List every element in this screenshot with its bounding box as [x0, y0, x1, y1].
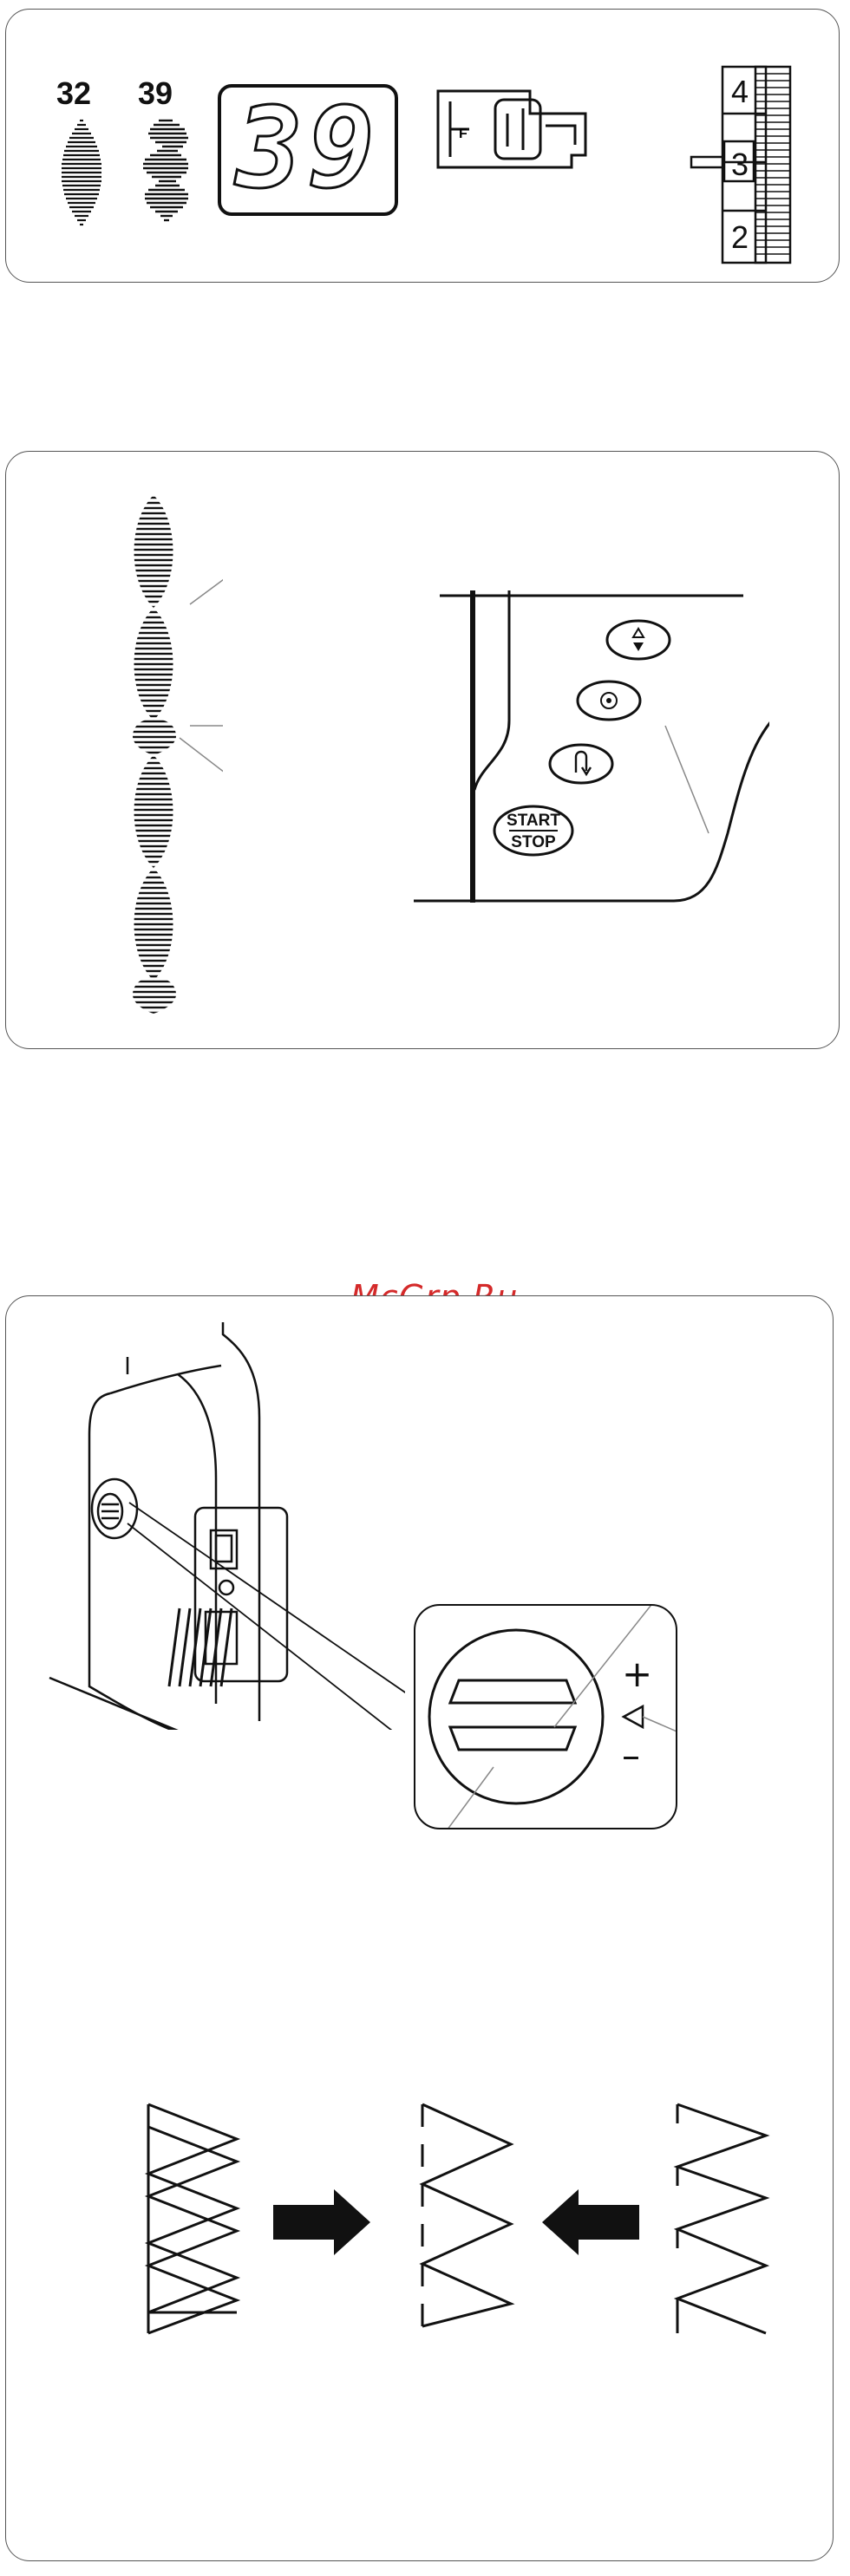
tension-mark-4: 4: [731, 74, 749, 110]
start-stop-button[interactable]: START STOP: [492, 804, 575, 858]
zigzag-too-dense-icon: [141, 2101, 245, 2337]
satin-oval-stitch-icon: [51, 115, 112, 237]
needle-up-down-button[interactable]: [605, 618, 672, 662]
feed-balance-dial[interactable]: [429, 1630, 603, 1803]
balance-minus-label: –: [622, 1734, 640, 1777]
right-arrow-icon: [271, 2188, 372, 2257]
satin-heart-stitch-icon: [133, 112, 202, 233]
presser-foot-icon: F: [433, 81, 599, 178]
stitch-sequence-icon: [119, 495, 223, 1015]
pattern-number-32: 32: [56, 75, 91, 112]
presser-foot-letter: F: [459, 127, 468, 141]
tension-mark-3: 3: [731, 147, 749, 183]
lock-stitch-button[interactable]: [575, 679, 643, 722]
left-arrow-icon: [540, 2188, 641, 2257]
feed-balance-dial-callout: + –: [414, 1604, 677, 1829]
pattern-display-panel: 32 39: [5, 9, 840, 283]
tension-mark-2: 2: [731, 219, 749, 256]
zigzag-correct-icon: [415, 2101, 520, 2337]
balance-marker-icon: [624, 1706, 643, 1727]
lcd-pattern-number: 39: [221, 93, 395, 205]
zigzag-too-sparse-icon: [670, 2101, 775, 2337]
start-label: START: [492, 812, 575, 831]
balance-plus-label: +: [622, 1653, 652, 1695]
feed-balance-panel: + –: [5, 1295, 834, 2561]
reverse-button[interactable]: [547, 741, 615, 786]
stitch-sequence-panel: START STOP: [5, 451, 840, 1049]
lcd-display: 39: [218, 84, 398, 216]
machine-rear-drawing: [32, 1322, 405, 1730]
pattern-number-39: 39: [138, 75, 173, 112]
stop-label: STOP: [492, 833, 575, 852]
